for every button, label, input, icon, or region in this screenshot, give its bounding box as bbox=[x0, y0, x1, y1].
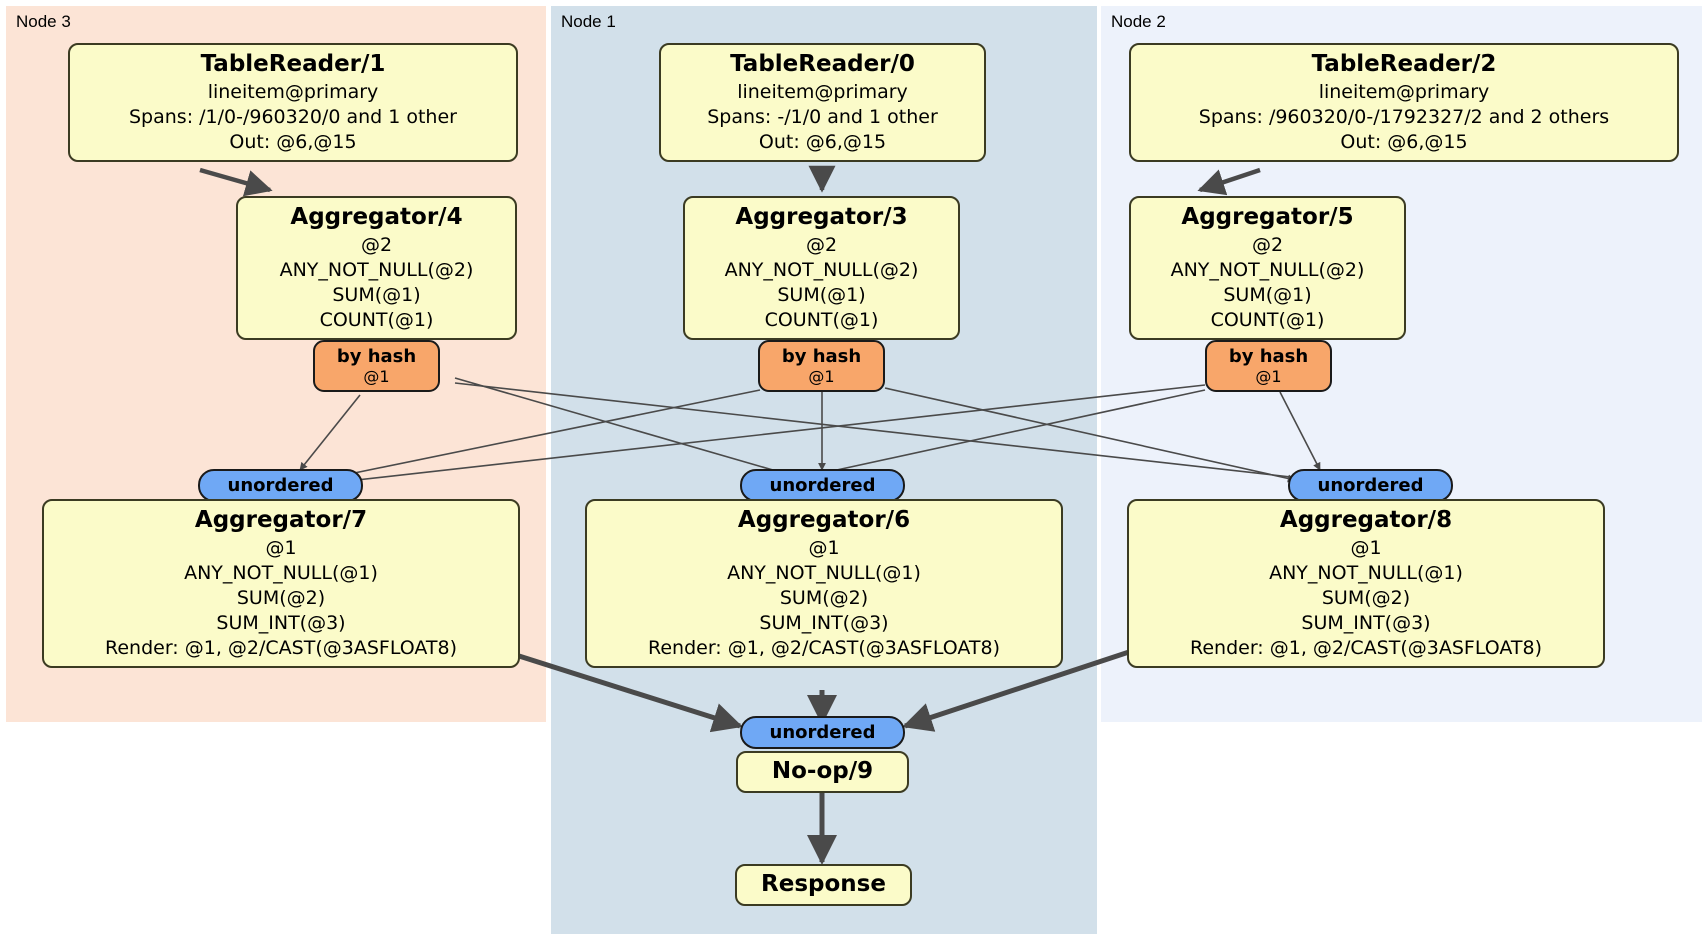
processor-line: @1 bbox=[808, 537, 840, 559]
processor-line: SUM_INT(@3) bbox=[216, 612, 346, 634]
processor-title: Aggregator/3 bbox=[735, 204, 908, 230]
router-type-label: by hash bbox=[336, 346, 417, 367]
processor-line: Render: @1, @2/CAST(@3ASFLOAT8) bbox=[1190, 637, 1542, 659]
processor-line: lineitem@primary bbox=[207, 81, 379, 103]
processor-line: SUM(@2) bbox=[236, 587, 326, 609]
processor-title: No-op/9 bbox=[771, 758, 874, 784]
router-type-label: unordered bbox=[1317, 475, 1424, 496]
processor-line: Spans: /1/0-/960320/0 and 1 other bbox=[129, 106, 457, 128]
processor-line: @1 bbox=[1350, 537, 1382, 559]
router-detail-label: @1 bbox=[808, 367, 835, 386]
router-type-label: unordered bbox=[769, 475, 876, 496]
processor-line: lineitem@primary bbox=[1318, 81, 1490, 103]
processor-title: TableReader/2 bbox=[1311, 51, 1497, 77]
processor-aggregator-7[interactable]: Aggregator/7 @1 ANY_NOT_NULL(@1) SUM(@2)… bbox=[42, 499, 520, 668]
processor-line: Out: @6,@15 bbox=[1340, 131, 1468, 153]
router-unordered-left[interactable]: unordered bbox=[198, 469, 363, 502]
processor-line: @2 bbox=[1251, 234, 1284, 256]
router-unordered-right[interactable]: unordered bbox=[1288, 469, 1453, 502]
processor-aggregator-8[interactable]: Aggregator/8 @1 ANY_NOT_NULL(@1) SUM(@2)… bbox=[1127, 499, 1605, 668]
processor-title: Aggregator/5 bbox=[1181, 204, 1354, 230]
router-unordered-center[interactable]: unordered bbox=[740, 469, 905, 502]
processor-line: Spans: /960320/0-/1792327/2 and 2 others bbox=[1198, 106, 1610, 128]
processor-title: Response bbox=[761, 871, 886, 897]
processor-line: Render: @1, @2/CAST(@3ASFLOAT8) bbox=[105, 637, 457, 659]
processor-line: ANY_NOT_NULL(@1) bbox=[727, 562, 921, 584]
processor-noop-9[interactable]: No-op/9 bbox=[736, 751, 909, 793]
processor-line: SUM(@1) bbox=[1223, 284, 1312, 306]
processor-aggregator-4[interactable]: Aggregator/4 @2 ANY_NOT_NULL(@2) SUM(@1)… bbox=[236, 196, 517, 340]
processor-title: Aggregator/4 bbox=[290, 204, 463, 230]
router-type-label: unordered bbox=[769, 722, 876, 743]
router-type-label: unordered bbox=[227, 475, 334, 496]
processor-line: SUM(@1) bbox=[777, 284, 866, 306]
processor-title: TableReader/1 bbox=[200, 51, 386, 77]
processor-aggregator-5[interactable]: Aggregator/5 @2 ANY_NOT_NULL(@2) SUM(@1)… bbox=[1129, 196, 1406, 340]
processor-line: ANY_NOT_NULL(@2) bbox=[724, 259, 919, 281]
node-panel-label-node2: Node 2 bbox=[1111, 12, 1166, 31]
processor-tablereader-0[interactable]: TableReader/0 lineitem@primary Spans: -/… bbox=[659, 43, 986, 162]
processor-line: SUM_INT(@3) bbox=[759, 612, 889, 634]
router-detail-label: @1 bbox=[363, 367, 390, 386]
router-detail-label: @1 bbox=[1255, 367, 1282, 386]
processor-line: COUNT(@1) bbox=[319, 309, 434, 331]
processor-line: Render: @1, @2/CAST(@3ASFLOAT8) bbox=[648, 637, 1000, 659]
processor-line: ANY_NOT_NULL(@2) bbox=[1170, 259, 1365, 281]
node-panel-label-node3: Node 3 bbox=[16, 12, 71, 31]
processor-title: Aggregator/6 bbox=[737, 507, 911, 533]
processor-line: @1 bbox=[265, 537, 297, 559]
node-panel-label-node1: Node 1 bbox=[561, 12, 616, 31]
processor-line: @2 bbox=[360, 234, 393, 256]
processor-line: ANY_NOT_NULL(@2) bbox=[279, 259, 474, 281]
processor-response[interactable]: Response bbox=[735, 864, 912, 906]
processor-line: Spans: -/1/0 and 1 other bbox=[707, 106, 938, 128]
processor-line: COUNT(@1) bbox=[1210, 309, 1325, 331]
processor-line: ANY_NOT_NULL(@1) bbox=[1269, 562, 1463, 584]
processor-title: TableReader/0 bbox=[730, 51, 915, 77]
processor-tablereader-1[interactable]: TableReader/1 lineitem@primary Spans: /1… bbox=[68, 43, 518, 162]
router-type-label: by hash bbox=[781, 346, 862, 367]
processor-line: SUM(@1) bbox=[332, 284, 421, 306]
processor-line: lineitem@primary bbox=[737, 81, 908, 103]
processor-line: @2 bbox=[805, 234, 838, 256]
processor-title: Aggregator/8 bbox=[1279, 507, 1453, 533]
processor-line: SUM_INT(@3) bbox=[1301, 612, 1431, 634]
router-by-hash-right[interactable]: by hash @1 bbox=[1205, 340, 1332, 392]
router-by-hash-left[interactable]: by hash @1 bbox=[313, 340, 440, 392]
processor-line: SUM(@2) bbox=[779, 587, 869, 609]
processor-title: Aggregator/7 bbox=[194, 507, 368, 533]
processor-line: ANY_NOT_NULL(@1) bbox=[184, 562, 378, 584]
processor-tablereader-2[interactable]: TableReader/2 lineitem@primary Spans: /9… bbox=[1129, 43, 1679, 162]
router-unordered-final[interactable]: unordered bbox=[740, 716, 905, 749]
processor-line: Out: @6,@15 bbox=[229, 131, 357, 153]
router-type-label: by hash bbox=[1228, 346, 1309, 367]
processor-line: COUNT(@1) bbox=[764, 309, 879, 331]
processor-aggregator-3[interactable]: Aggregator/3 @2 ANY_NOT_NULL(@2) SUM(@1)… bbox=[683, 196, 960, 340]
processor-line: SUM(@2) bbox=[1321, 587, 1411, 609]
router-by-hash-center[interactable]: by hash @1 bbox=[758, 340, 885, 392]
processor-aggregator-6[interactable]: Aggregator/6 @1 ANY_NOT_NULL(@1) SUM(@2)… bbox=[585, 499, 1063, 668]
processor-line: Out: @6,@15 bbox=[758, 131, 887, 153]
